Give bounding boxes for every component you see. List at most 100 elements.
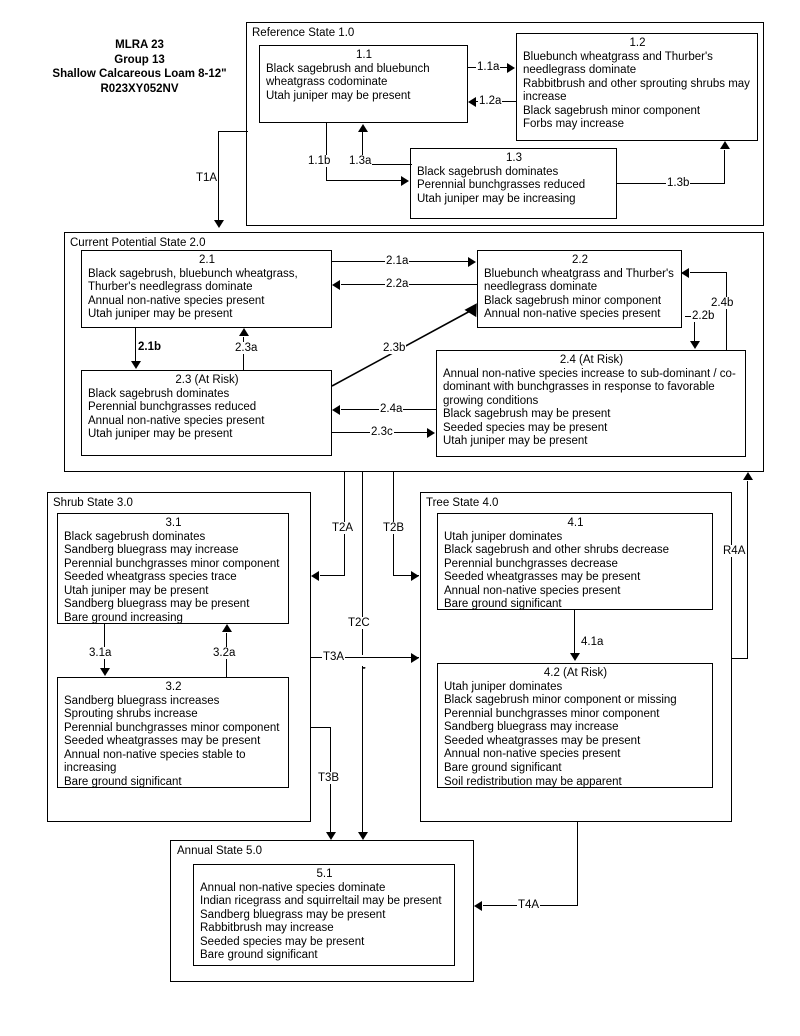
transition-label-2-2b: 2.2b (691, 310, 716, 322)
state-label-annual-5-0: Annual State 5.0 (177, 845, 263, 857)
phase-line: Utah juniper dominates (444, 680, 563, 693)
arrowhead-T4A (474, 901, 482, 911)
state-box-current-potential-2-0[interactable] (64, 232, 764, 472)
transition-label-2-3b: 2.3b (382, 342, 407, 354)
connector-T2C-hop (362, 667, 366, 669)
phase-line: Seeded wheatgrass species trace (64, 571, 237, 584)
phase-line: Annual non-native species dominate (200, 881, 386, 894)
phase-line: Black sagebrush minor component (484, 294, 662, 307)
connector-1-3a-h (362, 164, 412, 166)
phase-title-4-2: 4.2 (At Risk) (543, 667, 608, 679)
phase-box-1-1[interactable]: 1.1 Black sagebrush and bluebunch wheatg… (259, 45, 468, 123)
phase-line: Utah juniper may be present (64, 584, 209, 597)
arrowhead-2-3c (427, 428, 435, 438)
transition-label-3-1a: 3.1a (88, 647, 113, 659)
phase-box-1-2[interactable]: 1.2 Bluebunch wheatgrass and Thurber's n… (516, 33, 758, 141)
arrowhead-1-3b (720, 141, 730, 149)
phase-line: Utah juniper dominates (444, 530, 563, 543)
transition-label-1-1a: 1.1a (476, 61, 501, 73)
title-group: Group 13 (114, 53, 165, 66)
phase-box-4-2[interactable]: 4.2 (At Risk) Utah juniper dominates Bla… (437, 663, 713, 788)
arrowhead-1-2a (468, 97, 476, 107)
phase-line: Perennial bunchgrasses minor component (64, 721, 280, 734)
connector-T2C-v-upper (362, 472, 364, 655)
phase-line: Black sagebrush minor component (523, 104, 701, 117)
arrowhead-2-4a (332, 405, 340, 415)
connector-2-4b-v (726, 272, 728, 351)
state-box-annual-5-0[interactable] (170, 840, 474, 982)
connector-1-3a-v (362, 132, 364, 165)
phase-line: Bare ground significant (444, 598, 562, 611)
phase-line: Bare ground increasing (64, 612, 183, 625)
connector-1-1b-v (326, 123, 328, 181)
phase-line: Annual non-native species present (88, 294, 265, 307)
phase-box-5-1[interactable]: 5.1 Annual non-native species dominate I… (193, 864, 455, 966)
phase-box-3-1[interactable]: 3.1 Black sagebrush dominates Sandberg b… (57, 513, 289, 624)
phase-line: Black sagebrush dominates (64, 530, 206, 543)
phase-box-2-3[interactable]: 2.3 (At Risk) Black sagebrush dominates … (81, 370, 332, 456)
arrowhead-2-1b (131, 361, 141, 369)
connector-T1A-v (218, 131, 220, 221)
arrowhead-4-1a (570, 653, 580, 661)
phase-line: Annual non-native species present (444, 584, 621, 597)
state-box-shrub-3-0[interactable] (47, 492, 311, 822)
phase-line: Sandberg bluegrass may be present (64, 598, 250, 611)
state-label-shrub-3-0: Shrub State 3.0 (53, 497, 133, 509)
phase-line: Bare ground significant (444, 762, 562, 775)
phase-line: Bluebunch wheatgrass and Thurber's (484, 267, 674, 280)
phase-line: increase (523, 91, 567, 104)
phase-line: Perennial bunchgrasses minor component (64, 557, 280, 570)
arrowhead-T1A (214, 220, 224, 228)
title-mlra: MLRA 23 (115, 39, 164, 51)
connector-2-1b (135, 328, 137, 362)
phase-box-4-1[interactable]: 4.1 Utah juniper dominates Black sagebru… (437, 513, 713, 610)
transition-label-2-4b: 2.4b (710, 297, 735, 309)
arrowhead-1-3a (358, 124, 368, 132)
phase-box-2-4[interactable]: 2.4 (At Risk) Annual non-native species … (436, 350, 746, 457)
phase-title-3-2: 3.2 (165, 681, 182, 693)
arrowhead-T2A (311, 571, 319, 581)
state-box-reference-1-0[interactable] (246, 22, 764, 226)
phase-box-3-2[interactable]: 3.2 Sandberg bluegrass increases Sprouti… (57, 677, 289, 788)
phase-line: Black sagebrush dominates (417, 165, 559, 178)
transition-label-2-2a: 2.2a (385, 278, 410, 290)
connector-T2C-v-lower (362, 666, 364, 833)
phase-line: Seeded wheatgrasses may be present (444, 571, 641, 584)
phase-line: Sandberg bluegrass may increase (64, 544, 239, 557)
connector-2-4b-h (690, 272, 727, 274)
phase-line: Sandberg bluegrass increases (64, 694, 220, 707)
arrowhead-R4A (743, 472, 753, 480)
connector-T3A (311, 657, 419, 659)
transition-label-2-4a: 2.4a (379, 403, 404, 415)
phase-title-1-3: 1.3 (506, 152, 522, 164)
transition-label-3-2a: 3.2a (212, 647, 237, 659)
phase-line: Seeded wheatgrasses may be present (444, 734, 641, 747)
transition-label-2-3c-text: 2.3c (370, 426, 394, 438)
phase-box-1-3[interactable]: 1.3 Black sagebrush dominates Perennial … (410, 148, 617, 219)
phase-line: wheatgrass codominate (266, 76, 388, 89)
phase-title-4-1: 4.1 (567, 517, 584, 529)
transition-label-4-1a: 4.1a (580, 636, 605, 648)
arrowhead-T3A (411, 653, 419, 663)
connector-4-1a (574, 610, 576, 654)
phase-line: Annual non-native species present (444, 748, 621, 761)
phase-line: Forbs may increase (523, 118, 624, 131)
phase-line: Soil redistribution may be apparent (444, 775, 622, 788)
transition-label-T2C: T2C (347, 617, 371, 629)
phase-line: Utah juniper may be increasing (417, 192, 576, 205)
phase-line: Annual non-native species stable to (64, 748, 246, 761)
phase-line: Seeded species may be present (443, 421, 608, 434)
phase-line: growing conditions (443, 394, 539, 407)
state-box-tree-4-0[interactable] (420, 492, 732, 822)
arrowhead-3-1a (100, 668, 110, 676)
phase-line: Black sagebrush and bluebunch (266, 62, 430, 75)
phase-line: Black sagebrush may be present (443, 408, 611, 421)
state-label-reference-1-0: Reference State 1.0 (252, 27, 355, 39)
phase-box-2-1[interactable]: 2.1 Black sagebrush, bluebunch wheatgras… (81, 250, 332, 328)
phase-box-2-2[interactable]: 2.2 Bluebunch wheatgrass and Thurber's n… (477, 250, 682, 328)
connector-R4A-h (732, 658, 748, 660)
arrowhead-2-1a (468, 257, 476, 267)
phase-line: dominant with bunchgrasses in response t… (443, 381, 715, 394)
phase-title-1-2: 1.2 (629, 37, 646, 49)
connector-1-1b-h (326, 180, 402, 182)
